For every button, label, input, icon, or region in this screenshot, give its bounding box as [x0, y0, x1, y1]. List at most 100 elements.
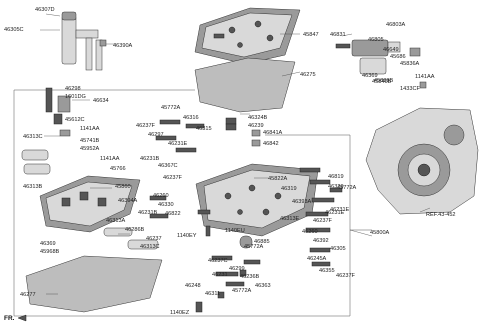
label-1141AA-upper[interactable]: 1141AA [415, 74, 435, 80]
reference-label[interactable]: REF.43-452 [426, 212, 456, 218]
left-column-parts [21, 87, 71, 175]
label-46275[interactable]: 46275 [300, 72, 316, 78]
label-46841A[interactable]: 46841A [263, 130, 283, 136]
part-labels: 46307D 46305C 46390A 45847 46275 46803A … [4, 7, 435, 316]
label-46313C-lower[interactable]: 46313C [140, 244, 160, 250]
label-46299[interactable]: 46299 [229, 266, 245, 272]
label-46237F-a[interactable]: 46237F [136, 123, 156, 129]
label-46245A[interactable]: 46245A [307, 256, 327, 262]
label-45840B[interactable]: 45840B [372, 79, 392, 85]
label-46313A[interactable]: 46313A [106, 218, 126, 224]
label-46231E-a[interactable]: 46231E [168, 141, 188, 147]
gasket-plate-46275 [194, 57, 296, 113]
label-46277[interactable]: 46277 [20, 292, 36, 298]
label-46237F-d[interactable]: 46237F [336, 273, 356, 279]
label-45766[interactable]: 45766 [110, 166, 126, 172]
label-46236B[interactable]: 46236B [240, 274, 260, 280]
label-46231B-b[interactable]: 46231B [138, 210, 158, 216]
label-46298[interactable]: 46298 [65, 86, 81, 92]
label-46355[interactable]: 46355 [319, 268, 335, 274]
label-46367C[interactable]: 46367C [158, 163, 178, 169]
label-45772A-right[interactable]: 45772A [337, 185, 357, 191]
label-46237C[interactable]: 46237C [208, 258, 228, 264]
label-45800A[interactable]: 45800A [370, 230, 390, 236]
upper-valve-body-drawing [194, 7, 301, 65]
label-46394A[interactable]: 46394A [118, 198, 138, 204]
label-46286B[interactable]: 46286B [125, 227, 145, 233]
label-46805[interactable]: 46805 [368, 37, 384, 43]
label-46315[interactable]: 46315 [196, 126, 212, 132]
label-46305[interactable]: 46305 [330, 246, 346, 252]
label-1140EY[interactable]: 1140EY [177, 233, 197, 239]
label-1141AA-left[interactable]: 1141AA [80, 126, 100, 132]
label-46231B-a[interactable]: 46231B [140, 156, 160, 162]
label-46231E-c[interactable]: 46231E [325, 210, 345, 216]
label-45772A-mid[interactable]: 45772A [244, 244, 264, 250]
label-45772A-bottom[interactable]: 45772A [232, 288, 252, 294]
label-46231[interactable]: 46231 [212, 272, 228, 278]
label-45952A[interactable]: 45952A [80, 146, 100, 152]
label-45860[interactable]: 45860 [115, 184, 131, 190]
label-46885[interactable]: 46885 [254, 239, 270, 245]
lower-valve-spools [195, 167, 343, 313]
label-45847[interactable]: 45847 [303, 32, 319, 38]
label-46822[interactable]: 46822 [165, 211, 181, 217]
label-46803A[interactable]: 46803A [386, 22, 406, 28]
direction-label: FR. [4, 315, 15, 322]
direction-arrow-icon [17, 314, 27, 322]
label-45888B[interactable]: 45888B [374, 78, 394, 84]
assembly-frame [13, 90, 351, 317]
label-46319[interactable]: 46319 [281, 186, 297, 192]
label-46237F-c[interactable]: 46237F [313, 218, 333, 224]
label-1601DG[interactable]: 1601DG [65, 94, 86, 100]
label-45822A[interactable]: 45822A [268, 176, 288, 182]
gasket-plate-46277 [25, 255, 163, 313]
label-46649[interactable]: 46649 [383, 47, 399, 53]
label-46316[interactable]: 46316 [183, 115, 199, 121]
sensor-assembly-drawing [335, 39, 427, 89]
label-46831[interactable]: 46831 [330, 32, 346, 38]
label-1141AA-mid[interactable]: 1141AA [100, 156, 120, 162]
label-46329[interactable]: 46329 [328, 184, 344, 190]
label-1433CF[interactable]: 1433CF [400, 86, 420, 92]
label-46363[interactable]: 46363 [255, 283, 271, 289]
label-46324B[interactable]: 46324B [248, 115, 268, 121]
label-45741B[interactable]: 45741B [80, 138, 100, 144]
label-46369-upper[interactable]: 46369 [362, 73, 378, 79]
label-46369-lower[interactable]: 46369 [40, 241, 56, 247]
label-45772A-top[interactable]: 45772A [161, 105, 181, 111]
label-46313C-left[interactable]: 46313C [23, 134, 43, 140]
main-valve-body-drawing [195, 163, 319, 237]
label-46237F-b[interactable]: 46237F [163, 175, 183, 181]
label-46305C[interactable]: 46305C [4, 27, 24, 33]
label-46819[interactable]: 46819 [328, 174, 344, 180]
label-46248[interactable]: 46248 [185, 283, 201, 289]
label-46231E-b[interactable]: 46231E [330, 207, 350, 213]
label-45612C[interactable]: 45612C [65, 117, 85, 123]
label-45686[interactable]: 45686 [390, 54, 406, 60]
label-46392[interactable]: 46392 [313, 238, 329, 244]
center-valve-spools [149, 117, 261, 249]
label-46634[interactable]: 46634 [93, 98, 109, 104]
label-46307D[interactable]: 46307D [35, 7, 55, 13]
label-46393A[interactable]: 46393A [292, 199, 312, 205]
label-46390A[interactable]: 46390A [113, 43, 133, 49]
label-46330[interactable]: 46330 [158, 202, 174, 208]
label-46297[interactable]: 46297 [148, 132, 164, 138]
label-46313E[interactable]: 46313E [280, 216, 300, 222]
label-46237[interactable]: 46237 [146, 236, 162, 242]
label-46260-a[interactable]: 46260 [153, 193, 169, 199]
label-1140EU[interactable]: 1140EU [225, 228, 245, 234]
label-45968B[interactable]: 45968B [40, 249, 60, 255]
label-46239[interactable]: 46239 [248, 123, 264, 129]
label-46311[interactable]: 46311 [205, 291, 220, 297]
label-46260-b[interactable]: 46260 [302, 229, 318, 235]
transmission-case-drawing [365, 107, 479, 215]
label-1140EZ[interactable]: 1140EZ [170, 310, 190, 316]
leader-lines [40, 13, 431, 295]
label-46842[interactable]: 46842 [263, 141, 279, 147]
label-46313B[interactable]: 46313B [23, 184, 43, 190]
solenoid-housing-drawing [61, 11, 107, 71]
label-45836A[interactable]: 45836A [400, 61, 420, 67]
